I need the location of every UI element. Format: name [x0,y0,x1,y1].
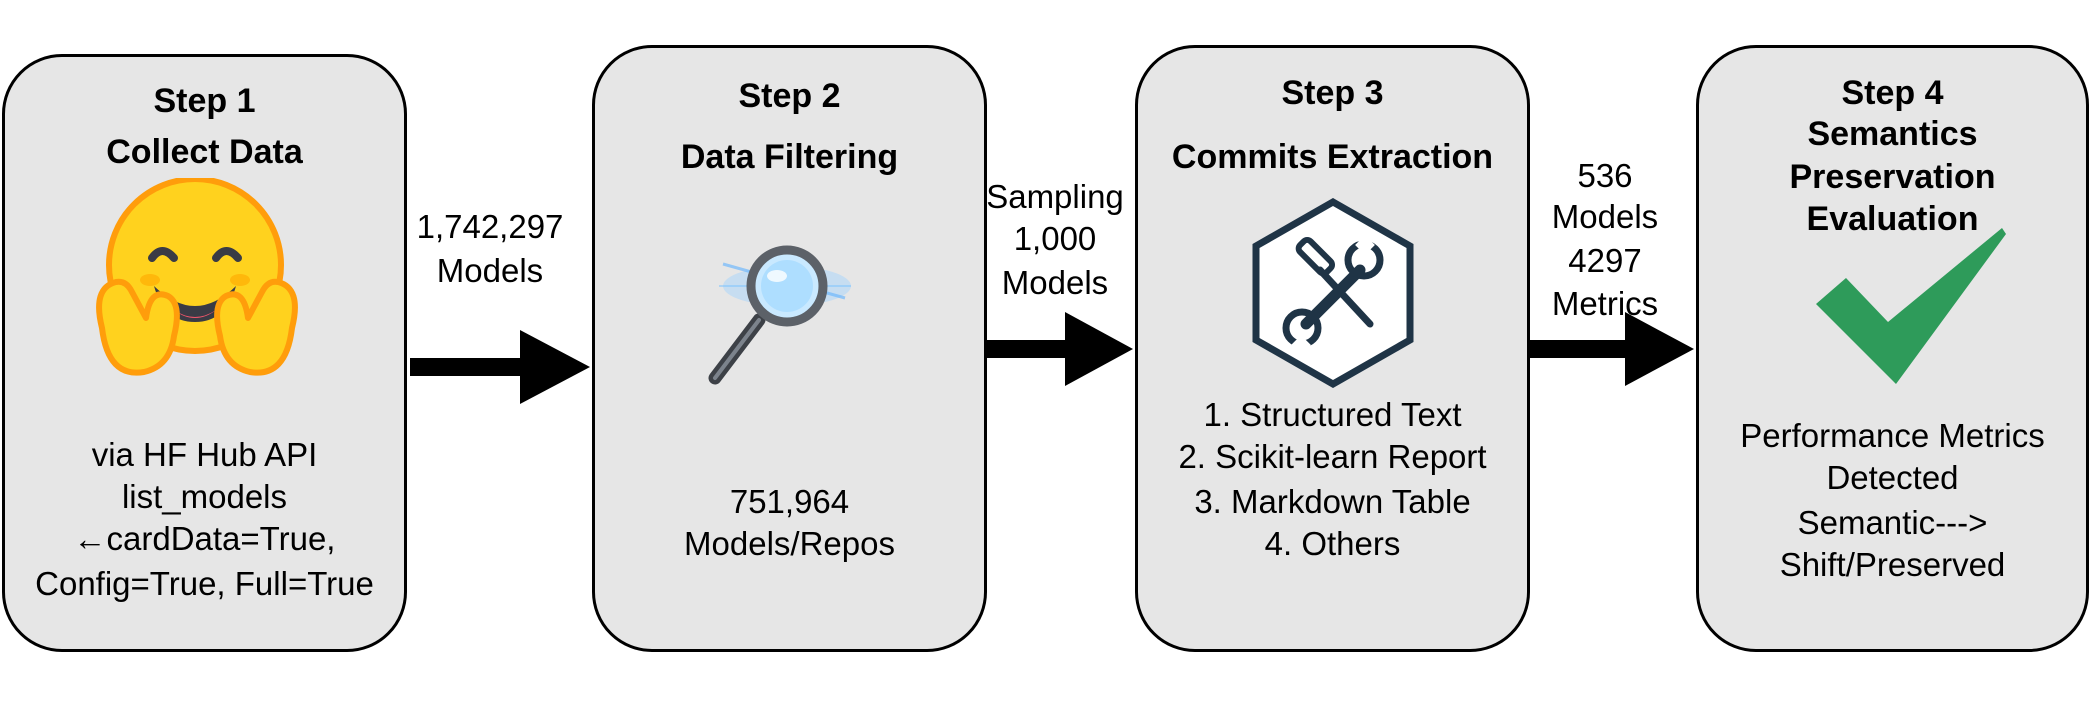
hugging-face-emoji-icon [96,178,298,376]
step-1-line-3: ←cardData=True, [73,520,336,557]
step-2-label: Step 2 [738,77,841,115]
step-2-line-1: 751,964 [729,483,850,520]
step-2-line-2: Models/Repos [684,525,895,562]
arrow-3-label-line-1: 536 [1577,157,1633,194]
arrow-1-label-line-1: 1,742,297 [416,208,564,245]
step-3-line-3: 3. Markdown Table [1194,483,1471,520]
step-1-line-4: Config=True, Full=True [35,565,374,602]
step-2-title: Data Filtering [680,138,899,176]
step-4-line-1: Performance Metrics [1740,417,2045,454]
arrow-3-label-line-4: Metrics [1551,285,1659,322]
step-1-label: Step 1 [153,82,256,120]
arrow-3-label-line-3: 4297 [1568,242,1642,279]
arrow-2-label-line-2: 1,000 [1013,220,1097,257]
step-3-line-4: 4. Others [1264,525,1401,562]
step-4-line-2: Detected [1826,459,1959,496]
arrow-2 [985,312,1133,386]
arrow-3 [1528,312,1694,386]
step-1-title: Collect Data [106,133,303,171]
step-4-title-line-3: Evaluation [1806,200,1979,238]
arrow-1-label-line-2: Models [436,252,544,289]
step-2-box [592,45,987,652]
step-4-line-3: Semantic---> [1797,504,1988,541]
checkmark-icon [1816,228,2006,384]
step-4-title-line-2: Preservation [1789,158,1996,196]
step-3-title: Commits Extraction [1171,138,1494,176]
magnifying-glass-icon [708,245,851,385]
step-4-label: Step 4 [1841,74,1944,112]
arrow-1 [410,330,590,404]
arrow-2-label-line-1: Sampling [986,178,1124,215]
step-3-label: Step 3 [1281,74,1384,112]
arrow-2-label-line-3: Models [1001,264,1109,301]
step-3-line-1: 1. Structured Text [1203,396,1462,433]
step-4-title-line-1: Semantics [1807,115,1978,153]
step-1-line-1: via HF Hub API [91,436,318,473]
step-4-line-4: Shift/Preserved [1779,546,2006,583]
tools-hexagon-icon [1252,198,1414,388]
step-3-line-2: 2. Scikit-learn Report [1178,438,1487,475]
arrow-3-label-line-2: Models [1551,198,1659,235]
step-1-line-2: list_models [121,478,288,515]
